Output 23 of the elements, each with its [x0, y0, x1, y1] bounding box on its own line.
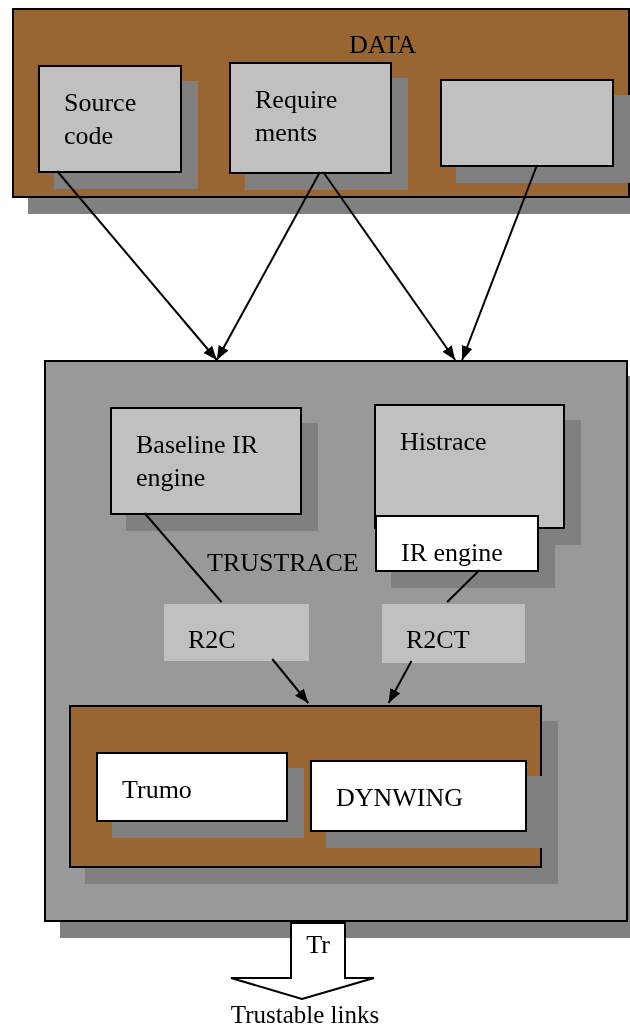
node-label: Tr — [305, 932, 331, 958]
node-label: R2CT — [406, 624, 471, 656]
node-label: Histrace — [400, 426, 488, 458]
connector-line — [446, 569, 481, 603]
node-label: R2C — [188, 624, 237, 656]
node-label: DYNWING — [336, 782, 465, 814]
label-box — [382, 604, 525, 663]
node-label: TRUSTRACE — [207, 550, 359, 576]
label-box — [164, 604, 309, 661]
arrow — [271, 658, 310, 704]
arrow — [215, 171, 321, 361]
arrow — [387, 660, 413, 704]
output-label: Trustable links — [229, 1002, 381, 1026]
arrow — [322, 171, 457, 361]
arrow — [461, 164, 538, 361]
node-label: IR engine — [401, 537, 504, 569]
node-label: Trumo — [122, 774, 193, 806]
node-label: Baseline IR engine — [136, 429, 260, 494]
node-label: Requirements — [255, 84, 339, 149]
arrow — [56, 170, 218, 361]
connector-line — [143, 512, 223, 603]
node-label: DATA — [349, 32, 417, 58]
node-label: Source code — [64, 87, 138, 152]
